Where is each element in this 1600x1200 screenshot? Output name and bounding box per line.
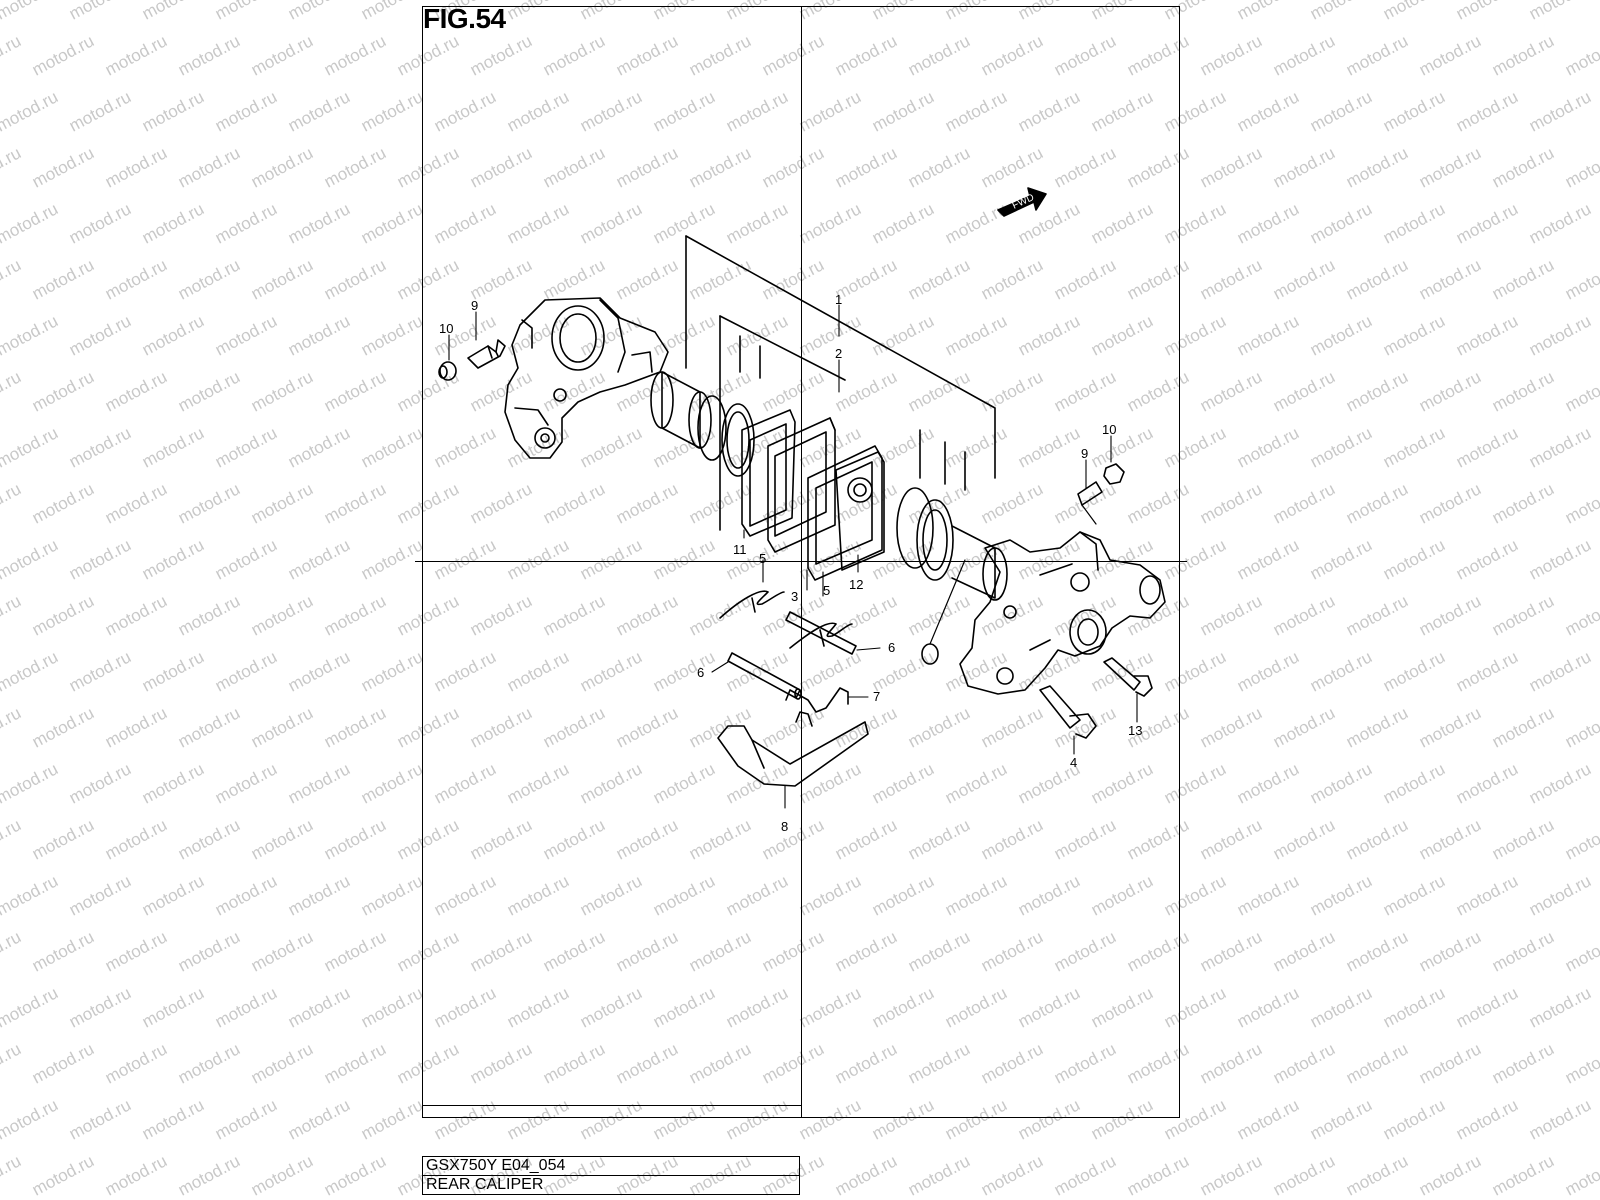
label-9a: 9 — [471, 298, 478, 313]
label-6b: 6 — [697, 665, 704, 680]
fwd-label: FWD — [1011, 192, 1036, 212]
caliper-mounting-bolt — [1039, 685, 1097, 739]
piston-left — [650, 371, 755, 477]
label-9b: 9 — [1081, 446, 1088, 461]
caliper-body-right — [959, 531, 1166, 695]
bleeder-cap-left — [438, 361, 457, 381]
label-10a: 10 — [439, 321, 453, 336]
pad-spring-clip — [785, 687, 849, 727]
kit-outline-1 — [685, 235, 996, 479]
label-7: 7 — [873, 689, 880, 704]
label-12: 12 — [849, 577, 863, 592]
leader-lines — [448, 304, 1138, 809]
label-4: 4 — [1070, 755, 1077, 770]
label-13: 13 — [1128, 723, 1142, 738]
frame-bottom-rule — [422, 1105, 802, 1106]
bleeder-cap-right — [1103, 463, 1125, 485]
brake-pad-pair — [767, 417, 883, 581]
kit-outline-2 — [719, 315, 966, 531]
shim-plate-right — [835, 451, 885, 571]
horizontal-center-line — [415, 561, 1187, 562]
shim-plate-left — [741, 409, 796, 537]
caliper-body-left — [504, 297, 669, 459]
pad-pin-lower — [727, 652, 802, 700]
pad-spring-a — [719, 590, 785, 619]
caliper-pad-cover — [717, 721, 869, 787]
pad-pin-upper — [785, 611, 857, 655]
label-2: 2 — [835, 346, 842, 361]
label-5a: 5 — [759, 551, 766, 566]
label-11: 11 — [733, 542, 747, 557]
label-3: 3 — [791, 589, 798, 604]
vertical-center-line — [801, 6, 802, 1118]
bleeder-valve-left — [467, 339, 506, 369]
label-5b: 5 — [823, 583, 830, 598]
forward-direction-badge — [997, 187, 1047, 217]
o-ring — [921, 643, 939, 665]
label-8: 8 — [781, 819, 788, 834]
piston-right — [896, 487, 1008, 601]
caliper-housing-bolt — [1103, 657, 1153, 697]
bleeder-valve-right — [1077, 481, 1103, 525]
label-1: 1 — [835, 292, 842, 307]
label-6a: 6 — [888, 640, 895, 655]
figure-title: FIG.54 — [423, 3, 506, 34]
assembly-name: REAR CALIPER — [422, 1175, 800, 1195]
label-10b: 10 — [1102, 422, 1116, 437]
